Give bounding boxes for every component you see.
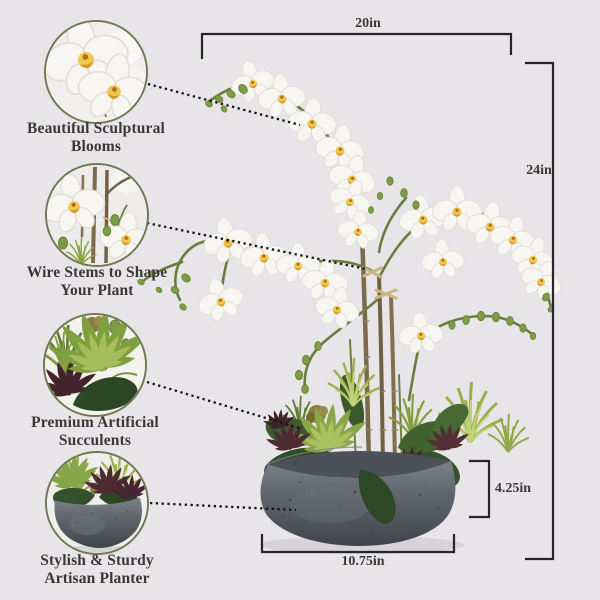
callout-blooms-photo [44, 20, 148, 124]
foliage [260, 356, 530, 514]
callout-wire-stems-label: Wire Stems to Shape Your Plant [0, 264, 207, 299]
callout-label-line: Blooms [70, 137, 122, 155]
succulents-closeup-image [45, 315, 145, 415]
wire-stems-closeup-image [47, 165, 147, 265]
callout-planter-photo [45, 451, 149, 555]
dimension-planter-height-label: 4.25in [494, 481, 532, 496]
raffia-ties [362, 266, 398, 300]
callout-planter-label: Stylish & Sturdy Artisan Planter [0, 552, 207, 587]
dimension-height-label: 24in [526, 163, 552, 178]
dimension-planter-width-label: 10.75in [341, 554, 385, 569]
height-bracket [525, 61, 555, 561]
planter-bowl [260, 446, 456, 546]
planter-closeup-image [47, 453, 147, 553]
callout-label-line: Succulents [58, 431, 132, 449]
callout-label-line: Artisan Planter [44, 569, 150, 587]
planter-height-bracket [469, 459, 491, 519]
callout-succulents-photo [43, 313, 147, 417]
dimension-brackets [200, 32, 555, 561]
callout-label-line: Beautiful Sculptural [27, 120, 165, 137]
planter-width-bracket [260, 534, 456, 554]
callout-succulents-label: Premium Artificial Succulents [0, 414, 205, 449]
callout-label-line: Premium Artificial [31, 414, 159, 431]
callout-blooms-label: Beautiful Sculptural Blooms [0, 120, 206, 155]
leader-line-blooms [147, 82, 301, 127]
width-bracket [200, 32, 513, 59]
leader-line-wire-stems [146, 221, 367, 271]
leader-line-planter [149, 501, 297, 512]
blooms-closeup-image [46, 22, 146, 122]
callout-label-line: Wire Stems to Shape [26, 264, 168, 281]
callout-label-line: Stylish & Sturdy [40, 552, 154, 569]
callout-label-line: Your Plant [60, 281, 134, 299]
callout-wire-stems-photo [45, 163, 149, 267]
leader-lines [146, 82, 367, 512]
dimension-width-label: 20in [355, 16, 381, 31]
